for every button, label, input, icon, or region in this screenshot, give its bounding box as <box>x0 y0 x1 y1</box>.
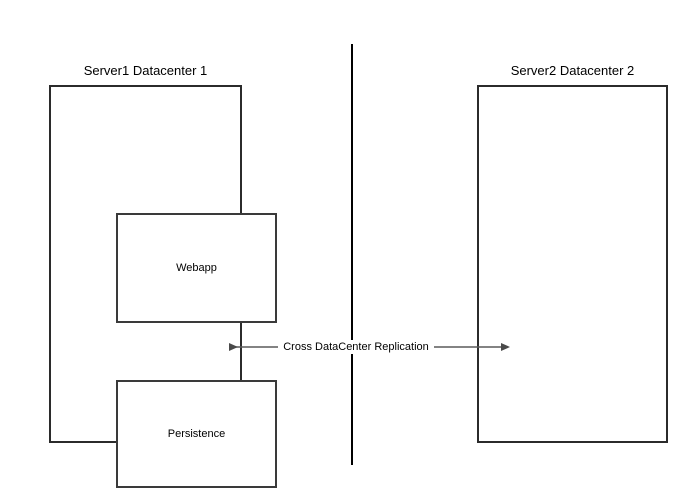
component-label: Persistence <box>167 428 226 440</box>
datacenter-boundary-line <box>351 44 353 465</box>
component-label: Webapp <box>176 262 217 274</box>
replication-label: Cross DataCenter Replication <box>278 340 434 354</box>
component-persistence-left: Persistence <box>116 380 277 488</box>
datacenter-right-title: Server2 Datacenter 2 <box>510 63 635 78</box>
component-webapp-left: Webapp <box>116 213 277 323</box>
datacenter-right-container: Webapp Persistence <box>477 85 668 443</box>
datacenter-left-container: Webapp Persistence <box>49 85 277 488</box>
datacenter-left-title: Server1 Datacenter 1 <box>83 63 208 78</box>
